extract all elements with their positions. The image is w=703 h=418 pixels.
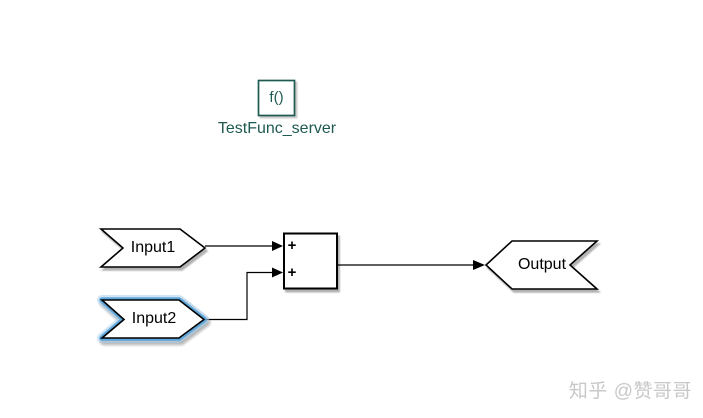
- input2-block-shape[interactable]: [99, 299, 206, 339]
- output-block-shape[interactable]: [484, 240, 600, 290]
- function-block[interactable]: [257, 79, 296, 117]
- sum-block[interactable]: [283, 232, 338, 290]
- output-block[interactable]: [484, 240, 600, 290]
- wire-arrowhead-icon: [272, 267, 283, 278]
- function-block-shape[interactable]: [257, 79, 296, 117]
- input2-block[interactable]: [97, 295, 209, 343]
- wire-sum-to-output[interactable]: [337, 260, 485, 270]
- wire-input1-to-sum[interactable]: [205, 241, 283, 251]
- sum-block-shape[interactable]: [283, 232, 338, 290]
- zhihu-watermark: 知乎 @赞哥哥: [568, 380, 692, 402]
- wire-arrowhead-icon: [473, 260, 485, 270]
- wire-arrowhead-icon: [272, 241, 283, 251]
- input1-block[interactable]: [98, 228, 207, 268]
- wire-segment[interactable]: [204, 271, 272, 321]
- input1-block-shape[interactable]: [98, 228, 207, 268]
- wire-input2-to-sum[interactable]: [204, 267, 283, 321]
